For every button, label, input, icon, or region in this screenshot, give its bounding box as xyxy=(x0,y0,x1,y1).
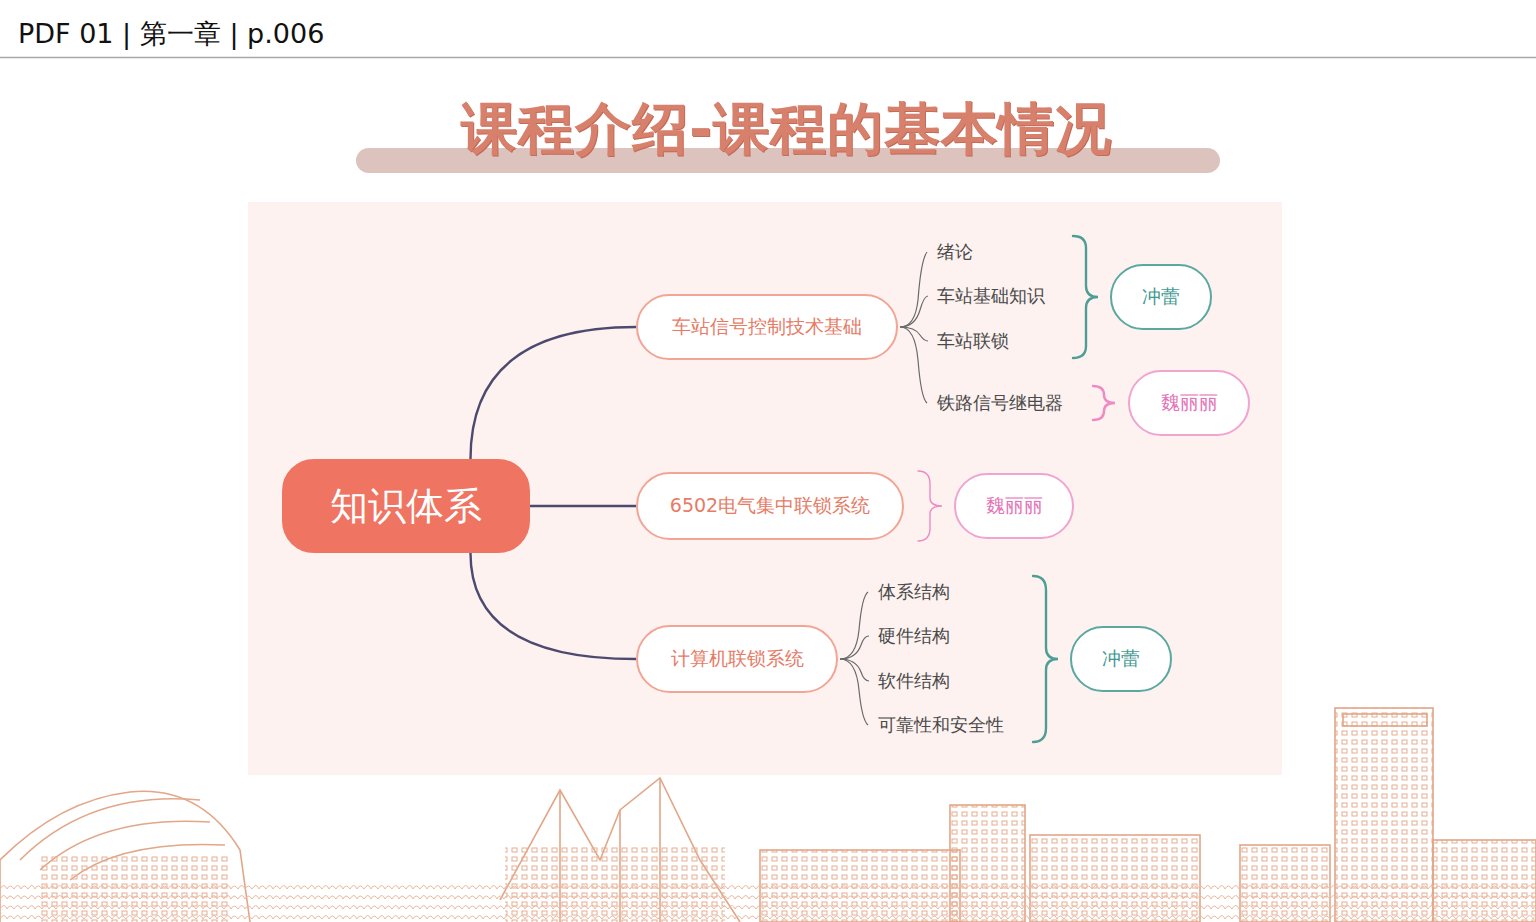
item-label: 铁路信号继电器 xyxy=(937,391,1063,415)
branch-connector xyxy=(470,327,636,459)
item-label: 体系结构 xyxy=(878,580,950,604)
skyline-illustration xyxy=(0,708,1536,922)
item-label: 绪论 xyxy=(937,240,973,264)
fan-line xyxy=(840,659,868,725)
topic-box: 6502电气集中联锁系统 xyxy=(636,472,904,540)
topic-box: 车站信号控制技术基础 xyxy=(636,294,898,360)
node-text: 冲蕾 xyxy=(1102,646,1140,672)
node-text: 冲蕾 xyxy=(1142,284,1180,310)
item-label: 软件结构 xyxy=(878,669,950,693)
item-label: 车站基础知识 xyxy=(937,284,1045,308)
brace xyxy=(918,471,942,541)
brace xyxy=(1093,386,1115,420)
fan-line xyxy=(840,592,868,659)
node-text: 魏丽丽 xyxy=(1161,390,1218,416)
branch-connector xyxy=(470,553,636,659)
brace xyxy=(1033,576,1058,742)
teacher-box: 魏丽丽 xyxy=(1128,370,1250,436)
branch-connector xyxy=(530,505,636,507)
node-text: 知识体系 xyxy=(330,481,482,532)
brace xyxy=(1073,236,1098,358)
node-text: 车站信号控制技术基础 xyxy=(672,314,862,340)
item-label: 可靠性和安全性 xyxy=(878,713,1004,737)
panel xyxy=(248,202,1282,775)
root-node: 知识体系 xyxy=(282,459,530,553)
fan-line xyxy=(900,252,927,327)
fan-line xyxy=(900,327,927,403)
page-header: PDF 01 | 第一章 | p.006 xyxy=(18,16,324,52)
teacher-box: 冲蕾 xyxy=(1110,264,1212,330)
node-text: 计算机联锁系统 xyxy=(671,646,804,672)
fan-line xyxy=(840,636,869,659)
node-text: 6502电气集中联锁系统 xyxy=(670,493,870,519)
header-rule xyxy=(0,57,1536,59)
teacher-box: 魏丽丽 xyxy=(954,473,1074,539)
topic-box: 计算机联锁系统 xyxy=(636,625,838,693)
item-label: 车站联锁 xyxy=(937,329,1009,353)
node-text: 魏丽丽 xyxy=(986,493,1043,519)
teacher-box: 冲蕾 xyxy=(1070,626,1172,692)
fan-line xyxy=(900,296,928,327)
page-title: 课程介绍-课程的基本情况 xyxy=(461,92,1112,168)
item-label: 硬件结构 xyxy=(878,624,950,648)
